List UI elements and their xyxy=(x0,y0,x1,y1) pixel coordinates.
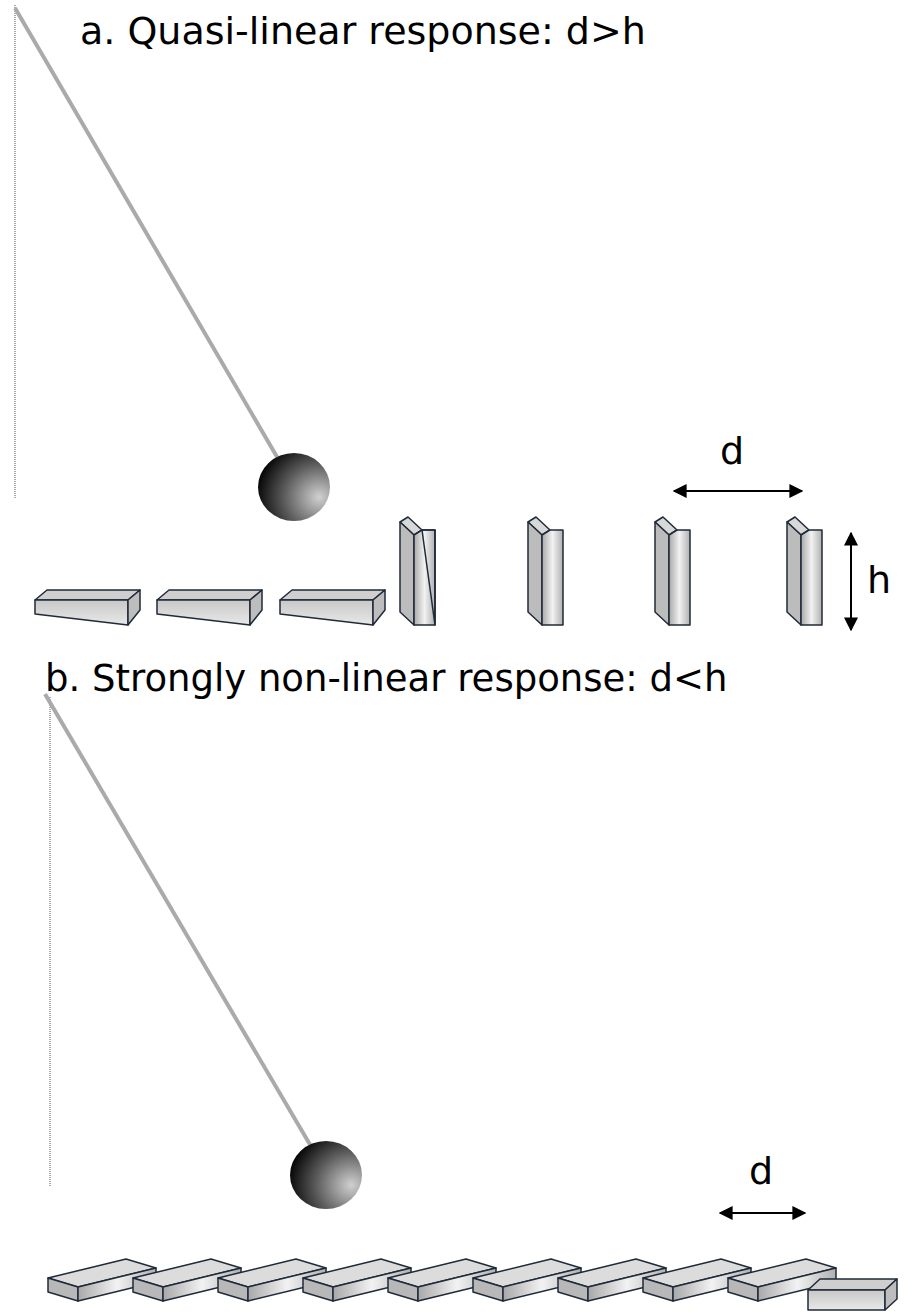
panel-title: b. Strongly non-linear response: d<h xyxy=(45,660,727,697)
height-arrow xyxy=(850,533,852,630)
domino-face xyxy=(473,1278,503,1301)
dimension-label: d xyxy=(749,1152,773,1190)
domino-face xyxy=(218,1278,248,1301)
last-domino-b xyxy=(808,1279,897,1310)
domino-face xyxy=(558,1278,588,1301)
spacing-arrow xyxy=(674,490,802,492)
pendulum-a xyxy=(15,5,330,521)
domino-face xyxy=(728,1278,758,1301)
standing-dominoes-a xyxy=(400,517,822,625)
domino-face xyxy=(643,1278,673,1301)
spacing-arrow xyxy=(720,1212,805,1214)
dimension-label: h xyxy=(867,561,891,599)
pendulum-b xyxy=(45,694,362,1209)
panel-title: a. Quasi-linear response: d>h xyxy=(80,12,646,50)
tilted-dominoes-b xyxy=(48,1259,836,1301)
dimension-label: d xyxy=(720,432,744,470)
domino-face xyxy=(133,1278,163,1301)
domino-face xyxy=(48,1278,78,1301)
fallen-dominoes-a xyxy=(35,590,385,625)
domino-face xyxy=(388,1278,418,1301)
domino-face xyxy=(303,1278,333,1301)
